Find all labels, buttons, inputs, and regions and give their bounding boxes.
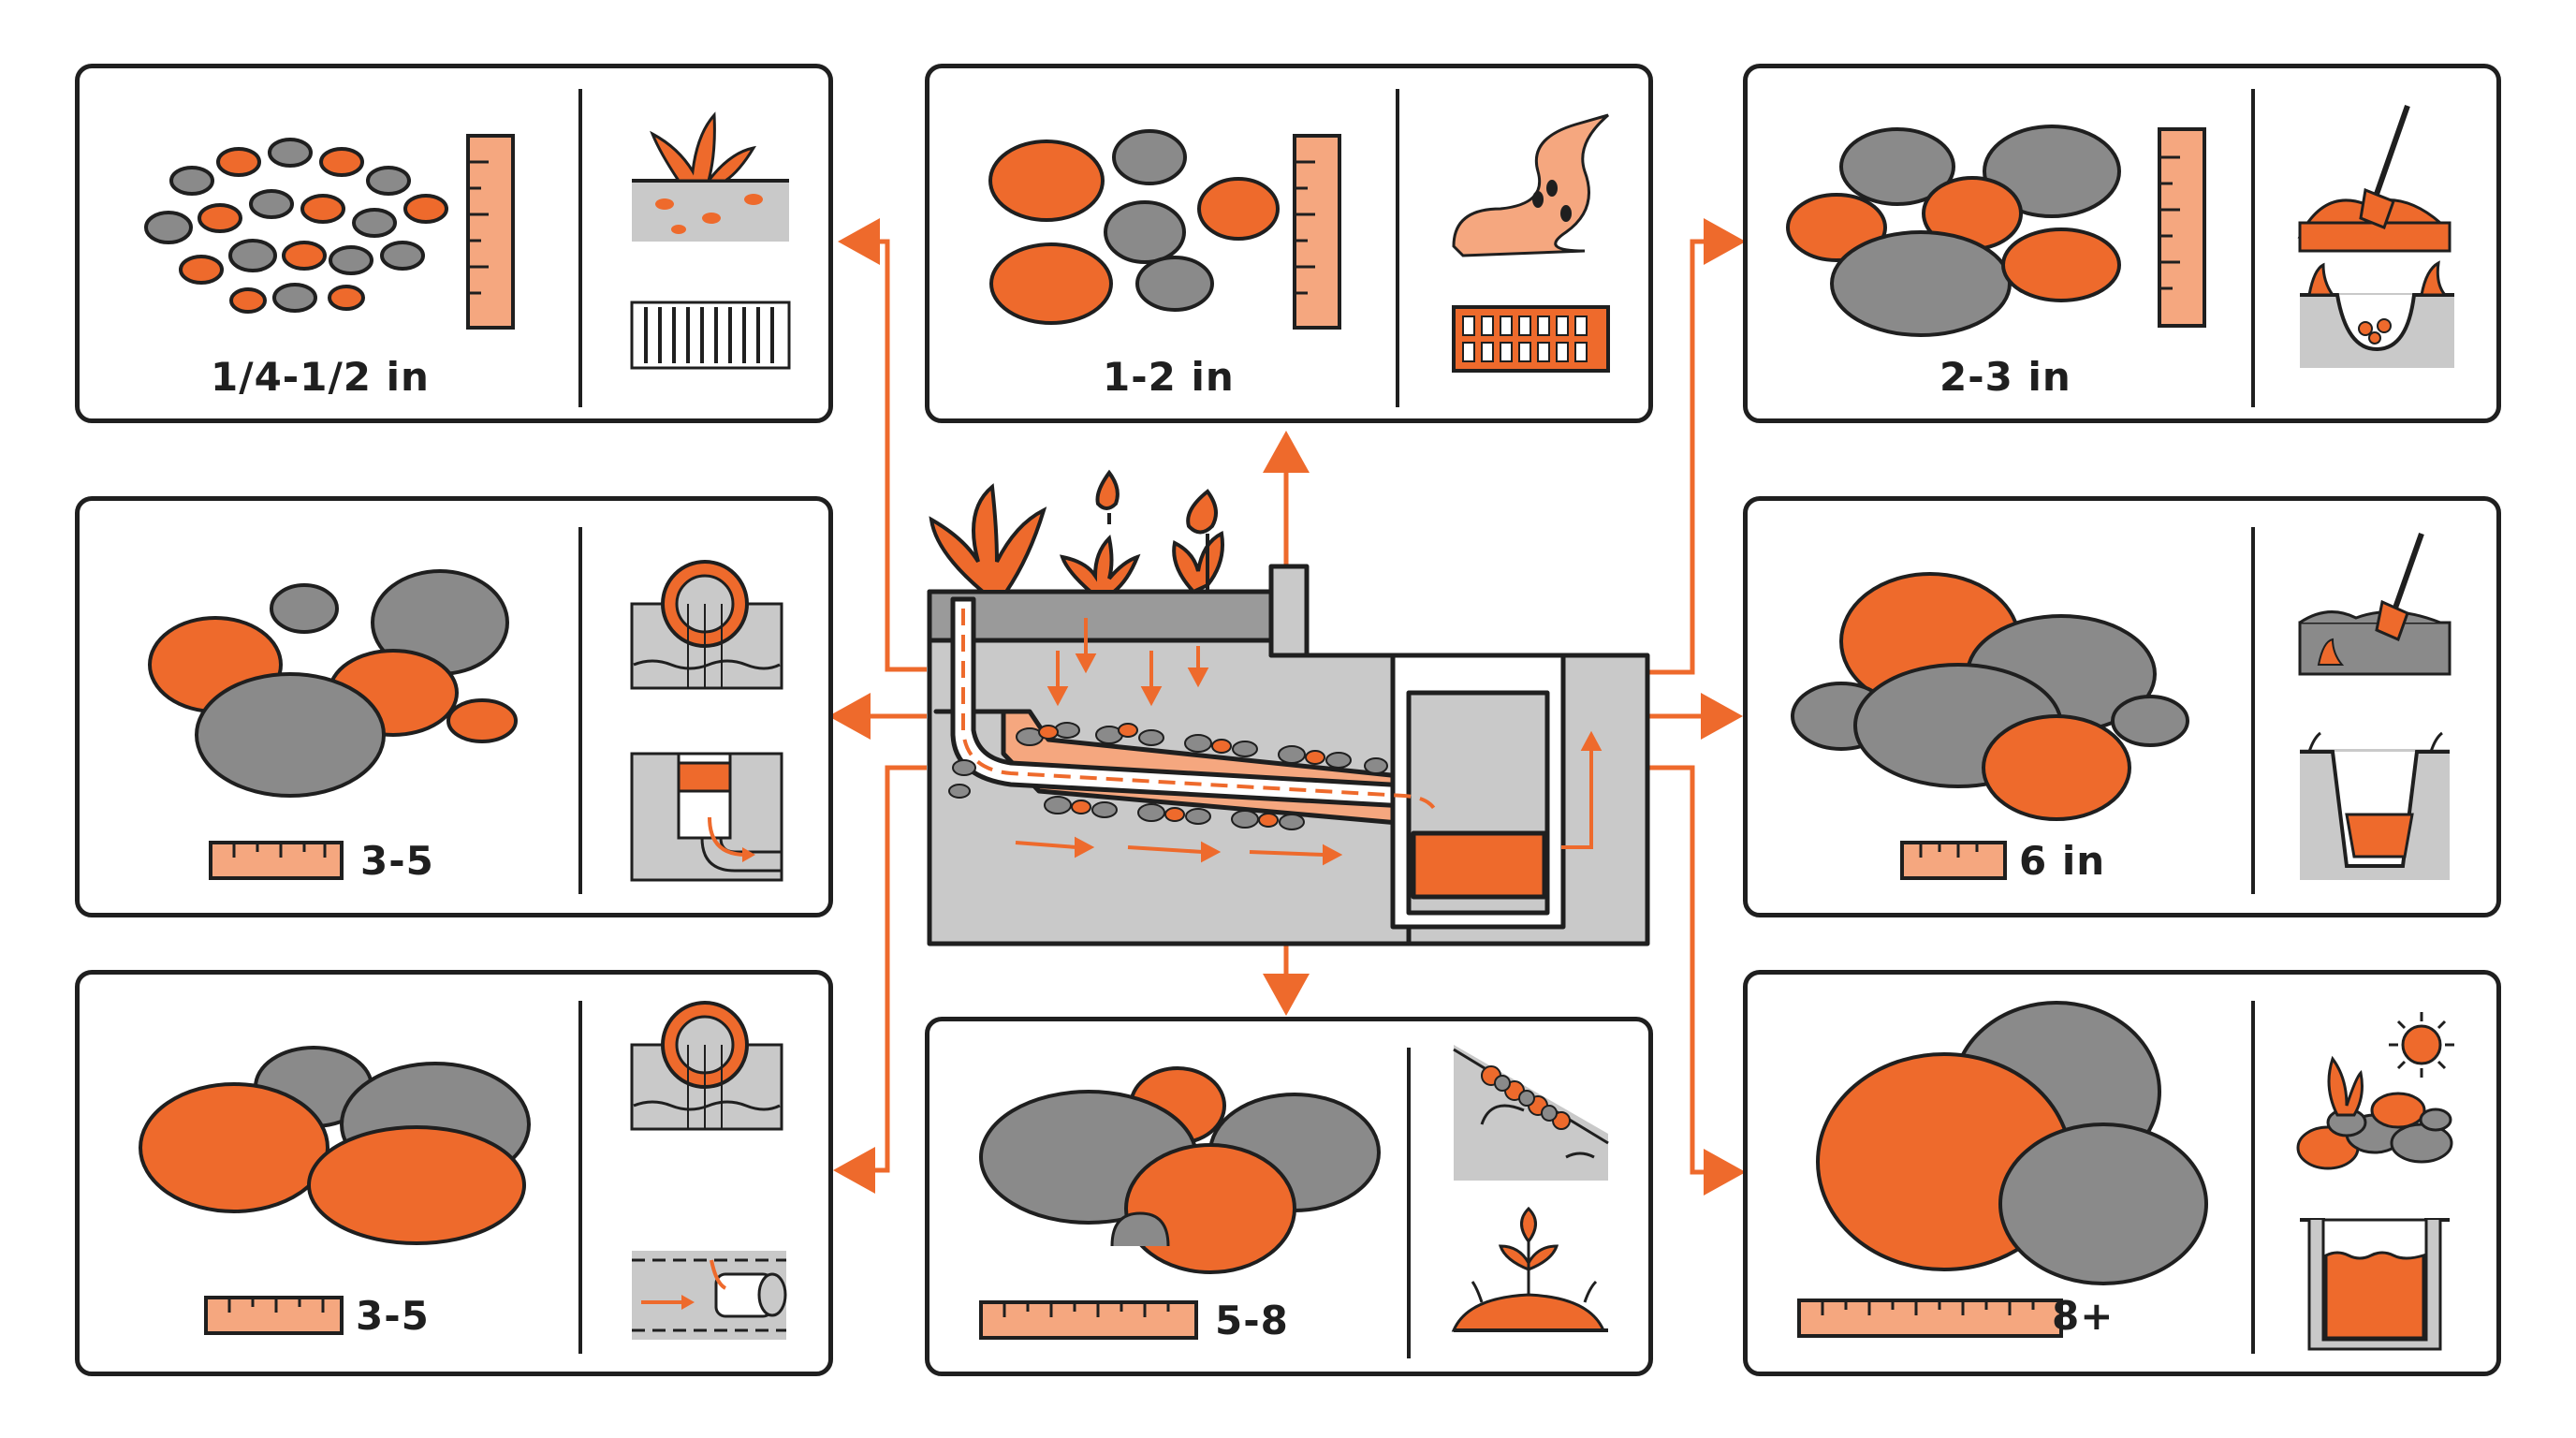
river-rock-medium-icon xyxy=(1786,89,2454,407)
cobble-stone-icon xyxy=(139,1001,787,1354)
arrow-to-p6 xyxy=(833,765,927,1194)
swale-trench-icon xyxy=(2300,260,2454,368)
ruler-icon xyxy=(204,1296,344,1335)
culvert-outlet-icon xyxy=(630,560,783,690)
paver-grid-icon xyxy=(1452,305,1610,373)
size-label: 5-8 xyxy=(1215,1298,1289,1343)
size-label: 1-2 in xyxy=(1103,354,1235,400)
size-label: 1/4-1/2 in xyxy=(211,354,430,400)
pipe-outlet-icon xyxy=(632,1251,787,1340)
cobble-stone-icon xyxy=(148,527,783,894)
size-label: 8+ xyxy=(2052,1293,2115,1339)
panel-large-cobble: 6 in xyxy=(1743,496,2501,917)
arrow-to-p1 xyxy=(838,218,927,672)
garden-path-icon xyxy=(1452,113,1609,257)
retention-basin-icon xyxy=(2300,1218,2450,1351)
boulder-large-icon xyxy=(1797,1001,2454,1354)
panel-cobble-3-5-bottom: 3-5 xyxy=(75,970,833,1376)
culvert-outlet-icon xyxy=(630,1001,783,1131)
planter-mound-icon xyxy=(1451,1206,1608,1332)
ruler-icon xyxy=(209,841,344,880)
downspout-drain-icon xyxy=(630,752,783,882)
ruler-icon xyxy=(1797,1299,2063,1338)
dry-well-pit-icon xyxy=(2300,731,2450,880)
river-rock-small-icon xyxy=(988,89,1610,407)
panel-small-boulder: 5-8 xyxy=(925,1017,1653,1376)
arrow-to-p3 xyxy=(1647,218,1746,675)
shovel-bed-icon xyxy=(2298,533,2452,676)
size-label: 2-3 in xyxy=(1939,354,2071,400)
panel-cobble-3-5-top: 3-5 xyxy=(75,496,833,917)
drain-grate-icon xyxy=(630,301,791,370)
boulder-small-icon xyxy=(979,1045,1609,1358)
rock-garden-sun-icon xyxy=(2296,1012,2454,1170)
shovel-soil-icon xyxy=(2297,105,2452,253)
size-label: 3-5 xyxy=(360,838,434,884)
ruler-icon xyxy=(1293,134,1341,330)
slope-erosion-icon xyxy=(1453,1045,1609,1181)
panel-medium-river-rock: 2-3 in xyxy=(1743,64,2501,423)
large-cobble-icon xyxy=(1791,527,2452,894)
ruler-icon xyxy=(2158,127,2206,328)
size-label: 6 in xyxy=(2019,838,2106,884)
panel-large-boulder: 8+ xyxy=(1743,970,2501,1376)
ruler-icon xyxy=(466,134,515,330)
ruler-icon xyxy=(1900,841,2007,880)
panel-pea-gravel: 1/4-1/2 in xyxy=(75,64,833,423)
size-label: 3-5 xyxy=(356,1293,430,1339)
panel-small-river-rock: 1-2 in xyxy=(925,64,1653,423)
arrow-to-p8 xyxy=(1647,765,1746,1196)
ruler-icon xyxy=(979,1300,1198,1340)
plant-bed-gravel-icon xyxy=(632,111,789,242)
pea-gravel-icon xyxy=(144,89,791,407)
